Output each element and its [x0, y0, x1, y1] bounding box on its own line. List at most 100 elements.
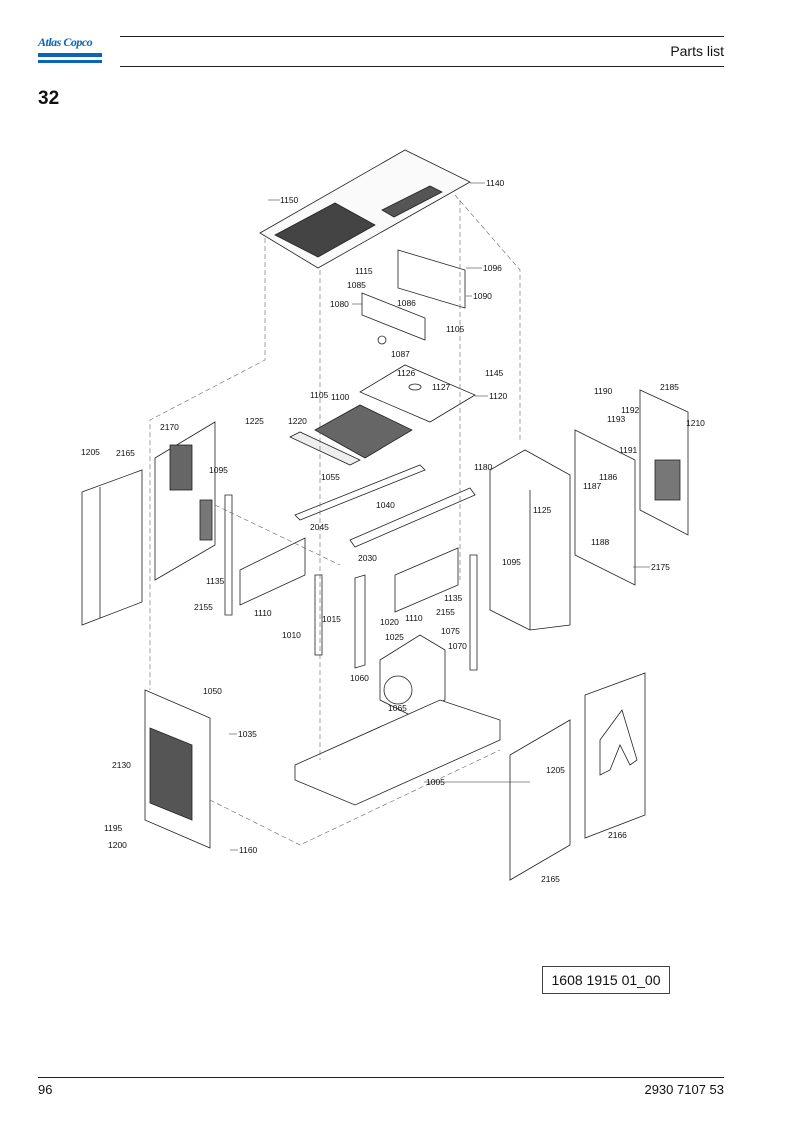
post-1010: [314, 574, 323, 656]
part-labels: 1140 1150 1096 1115 1085 1090 1086 1080 …: [81, 178, 705, 884]
bracket-1080: [361, 292, 426, 341]
side-panel-grille: [169, 444, 193, 491]
label-1020: 1020: [380, 617, 399, 627]
label-1015: 1015: [322, 614, 341, 624]
front-door-grille: [149, 727, 193, 821]
logo-text: Atlas Copco: [38, 35, 93, 49]
label-1127: 1127: [432, 382, 451, 392]
label-1140: 1140: [486, 178, 505, 188]
label-1126: 1126: [397, 368, 416, 378]
label-1225: 1225: [245, 416, 264, 426]
fan-1060: [383, 675, 413, 705]
label-1205-right: 1205: [546, 765, 565, 775]
label-1105-mid: 1105: [310, 390, 329, 400]
label-1065: 1065: [388, 703, 407, 713]
label-2166: 2166: [608, 830, 627, 840]
label-2170: 2170: [160, 422, 179, 432]
label-1110-left: 1110: [254, 608, 272, 618]
rail-2155-right: [469, 554, 478, 671]
label-1035: 1035: [238, 729, 257, 739]
header-rule-top: [120, 36, 724, 37]
label-1200: 1200: [108, 840, 127, 850]
dash-panel-link: [214, 504, 341, 566]
label-1186: 1186: [599, 472, 618, 482]
post-1020: [354, 574, 366, 669]
label-1040: 1040: [376, 500, 395, 510]
label-1180: 1180: [474, 462, 493, 472]
label-1070: 1070: [448, 641, 467, 651]
section-number: 32: [38, 88, 60, 109]
label-1086: 1086: [397, 298, 416, 308]
panel-1110-left: [239, 537, 306, 606]
label-1190: 1190: [594, 386, 613, 396]
section-title: Parts list: [670, 43, 724, 59]
label-2130: 2130: [112, 760, 131, 770]
label-1095-left: 1095: [209, 465, 228, 475]
label-1105-top: 1105: [446, 324, 465, 334]
label-1010: 1010: [282, 630, 301, 640]
ring-1127: [408, 383, 422, 391]
label-1125: 1125: [533, 505, 552, 515]
label-1055: 1055: [321, 472, 340, 482]
ring-1087: [377, 335, 387, 345]
side-panel-vent: [199, 499, 213, 541]
label-1135-left: 1135: [206, 576, 225, 586]
label-2185: 2185: [660, 382, 679, 392]
top-cover-grille: [274, 202, 376, 258]
rail-2030: [349, 487, 476, 548]
label-2165-right: 2165: [541, 874, 560, 884]
label-1135-right: 1135: [444, 593, 463, 603]
door-frame-2175: [574, 429, 636, 586]
label-1050: 1050: [203, 686, 222, 696]
logo-a-shape: [599, 709, 638, 776]
header-rule-bottom: [120, 66, 724, 67]
door-panel-vent: [654, 459, 681, 501]
label-1096: 1096: [483, 263, 502, 273]
duct-1220: [289, 431, 361, 466]
label-1205-left: 1205: [81, 447, 100, 457]
logo-bar: [38, 53, 102, 57]
label-1075: 1075: [441, 626, 460, 636]
label-1085: 1085: [347, 280, 366, 290]
rail-2045: [294, 464, 426, 521]
cooler-1100: [314, 404, 413, 459]
label-1193: 1193: [607, 414, 626, 424]
label-1120: 1120: [489, 391, 508, 401]
label-2165-left: 2165: [116, 448, 135, 458]
label-1160: 1160: [239, 845, 258, 855]
label-1115: 1115: [355, 266, 373, 276]
label-1090: 1090: [473, 291, 492, 301]
label-1087: 1087: [391, 349, 410, 359]
right-door-2165: [509, 719, 571, 881]
page-number: 96: [38, 1082, 53, 1097]
label-1005: 1005: [426, 777, 445, 787]
dash-base-link: [209, 749, 501, 846]
label-2155-left: 2155: [194, 602, 213, 612]
label-1191: 1191: [619, 445, 638, 455]
label-1187: 1187: [583, 481, 602, 491]
label-2045: 2045: [310, 522, 329, 532]
label-1060: 1060: [350, 673, 369, 683]
label-1110-right: 1110: [405, 613, 423, 623]
label-1192: 1192: [621, 405, 640, 415]
label-1150: 1150: [280, 195, 299, 205]
dash-right-assembly: [454, 194, 521, 440]
label-1210: 1210: [686, 418, 705, 428]
top-cover-1140: [259, 149, 471, 269]
logo-bar-lower: [38, 60, 102, 63]
label-2155-right: 2155: [436, 607, 455, 617]
label-1080: 1080: [330, 299, 349, 309]
base-frame-1005: [294, 699, 501, 806]
cover-plate-1120: [359, 364, 476, 423]
left-door-2165: [81, 469, 143, 626]
document-number: 2930 7107 53: [644, 1082, 724, 1097]
drawing-id: 1608 1915 01_00: [542, 966, 670, 994]
label-1025: 1025: [385, 632, 404, 642]
label-1095-right: 1095: [502, 557, 521, 567]
panel-1110-right: [394, 547, 459, 613]
bracket-1090: [397, 249, 466, 309]
atlas-copco-logo: Atlas Copco: [38, 33, 102, 67]
fan-housing-1070: [379, 634, 446, 716]
label-1100: 1100: [331, 392, 350, 402]
